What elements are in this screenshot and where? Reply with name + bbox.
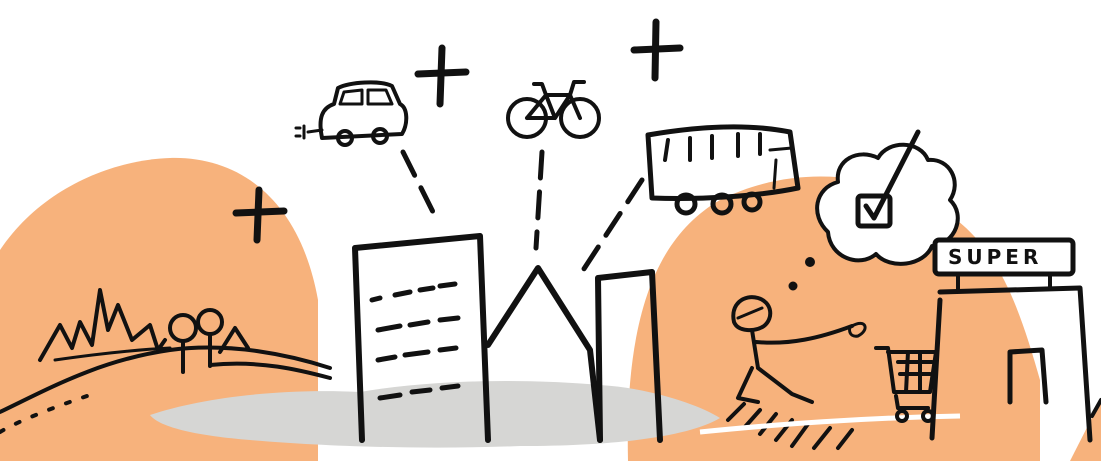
- connector-bus: [578, 180, 642, 278]
- plus-icon: [418, 48, 466, 104]
- connector-lines: [403, 152, 642, 278]
- plus-icon: [634, 22, 680, 78]
- connector-car: [403, 152, 438, 222]
- supermarket-sign-text: SUPER: [948, 245, 1042, 269]
- bicycle-icon: [508, 82, 599, 137]
- connector-bike: [536, 152, 542, 248]
- office-windows: [372, 284, 458, 398]
- electric-car-icon: [296, 82, 406, 145]
